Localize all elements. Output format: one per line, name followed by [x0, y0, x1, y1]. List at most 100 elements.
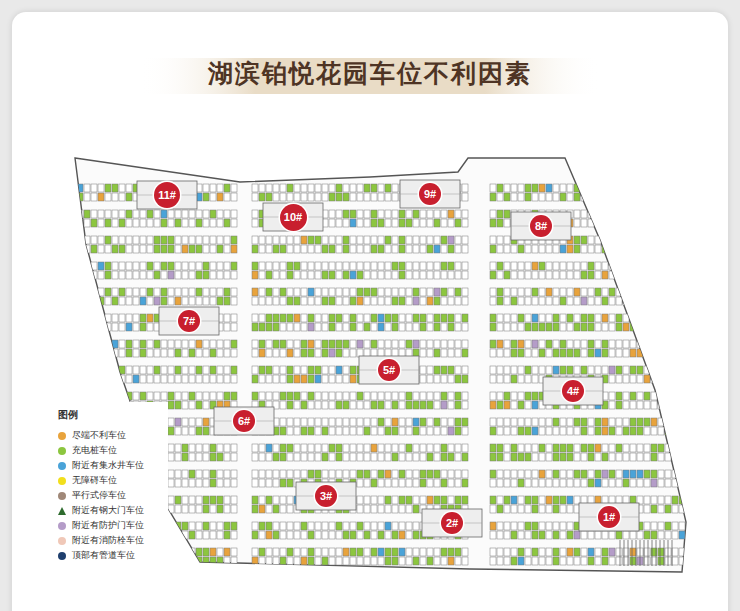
parking-stall	[413, 271, 419, 279]
parking-stall	[546, 418, 552, 426]
parking-stall	[357, 479, 363, 487]
parking-stall	[350, 271, 356, 279]
parking-stall	[210, 340, 216, 348]
parking-stall	[91, 366, 97, 374]
parking-stall	[308, 314, 314, 322]
parking-stall	[672, 453, 678, 461]
parking-stall	[672, 366, 678, 374]
parking-stall	[364, 427, 370, 435]
parking-stall	[651, 427, 657, 435]
parking-stall	[546, 427, 552, 435]
parking-stall	[196, 271, 202, 279]
parking-stall	[182, 427, 188, 435]
parking-stall	[336, 323, 342, 331]
parking-stall	[343, 444, 349, 452]
parking-stall	[644, 219, 650, 227]
parking-stall	[84, 262, 90, 270]
parking-stall	[112, 314, 118, 322]
parking-stall	[287, 349, 293, 357]
parking-stall	[357, 262, 363, 270]
parking-stall	[406, 262, 412, 270]
parking-stall	[672, 314, 678, 322]
parking-stall	[350, 427, 356, 435]
parking-stall	[644, 392, 650, 400]
parking-stall	[322, 375, 328, 383]
parking-stall	[581, 193, 587, 201]
parking-stall	[371, 288, 377, 296]
parking-stall	[196, 418, 202, 426]
parking-stall	[644, 375, 650, 383]
parking-stall	[364, 444, 370, 452]
parking-stall	[518, 297, 524, 305]
parking-stall	[329, 470, 335, 478]
parking-stall	[602, 210, 608, 218]
parking-stall	[329, 297, 335, 305]
parking-stall	[497, 366, 503, 374]
parking-stall	[532, 340, 538, 348]
parking-stall	[434, 323, 440, 331]
parking-stall	[518, 444, 524, 452]
parking-stall	[112, 349, 118, 357]
parking-stall	[616, 340, 622, 348]
parking-stall	[364, 271, 370, 279]
parking-stall	[616, 210, 622, 218]
parking-stall	[497, 418, 503, 426]
parking-stall	[560, 418, 566, 426]
parking-stall	[126, 219, 132, 227]
parking-stall	[574, 297, 580, 305]
parking-stall	[91, 349, 97, 357]
parking-stall	[504, 271, 510, 279]
parking-stall	[427, 245, 433, 253]
parking-stall	[427, 375, 433, 383]
parking-stall	[112, 366, 118, 374]
parking-stall	[119, 271, 125, 279]
parking-stall	[133, 236, 139, 244]
parking-stall	[322, 288, 328, 296]
parking-stall	[609, 349, 615, 357]
parking-stall	[630, 210, 636, 218]
parking-stall	[105, 375, 111, 383]
parking-stall	[462, 375, 468, 383]
parking-stall	[322, 444, 328, 452]
parking-stall	[567, 444, 573, 452]
parking-stall	[378, 184, 384, 192]
parking-stall	[280, 349, 286, 357]
parking-stall	[651, 392, 657, 400]
parking-stall	[322, 262, 328, 270]
parking-stall	[252, 271, 258, 279]
parking-stall	[413, 392, 419, 400]
parking-stall	[133, 314, 139, 322]
parking-stall	[427, 219, 433, 227]
parking-stall	[441, 288, 447, 296]
parking-stall	[126, 262, 132, 270]
parking-stall	[70, 210, 76, 218]
parking-stall	[91, 184, 97, 192]
parking-stall	[343, 262, 349, 270]
parking-stall	[161, 245, 167, 253]
parking-stall	[497, 427, 503, 435]
parking-stall	[280, 340, 286, 348]
parking-stall	[413, 470, 419, 478]
parking-stall	[70, 323, 76, 331]
parking-stall	[651, 184, 657, 192]
parking-stall	[406, 453, 412, 461]
parking-stall	[168, 392, 174, 400]
parking-stall	[567, 340, 573, 348]
parking-stall	[231, 219, 237, 227]
parking-stall	[287, 418, 293, 426]
parking-stall	[84, 314, 90, 322]
parking-stall	[98, 392, 104, 400]
parking-stall	[294, 236, 300, 244]
parking-stall	[140, 288, 146, 296]
parking-stall	[126, 375, 132, 383]
parking-stall	[210, 375, 216, 383]
parking-stall	[497, 236, 503, 244]
parking-stall	[343, 210, 349, 218]
parking-stall	[280, 470, 286, 478]
parking-stall	[658, 184, 664, 192]
parking-stall	[273, 375, 279, 383]
parking-stall	[378, 340, 384, 348]
parking-stall	[196, 444, 202, 452]
parking-stall	[581, 184, 587, 192]
parking-stall	[126, 271, 132, 279]
